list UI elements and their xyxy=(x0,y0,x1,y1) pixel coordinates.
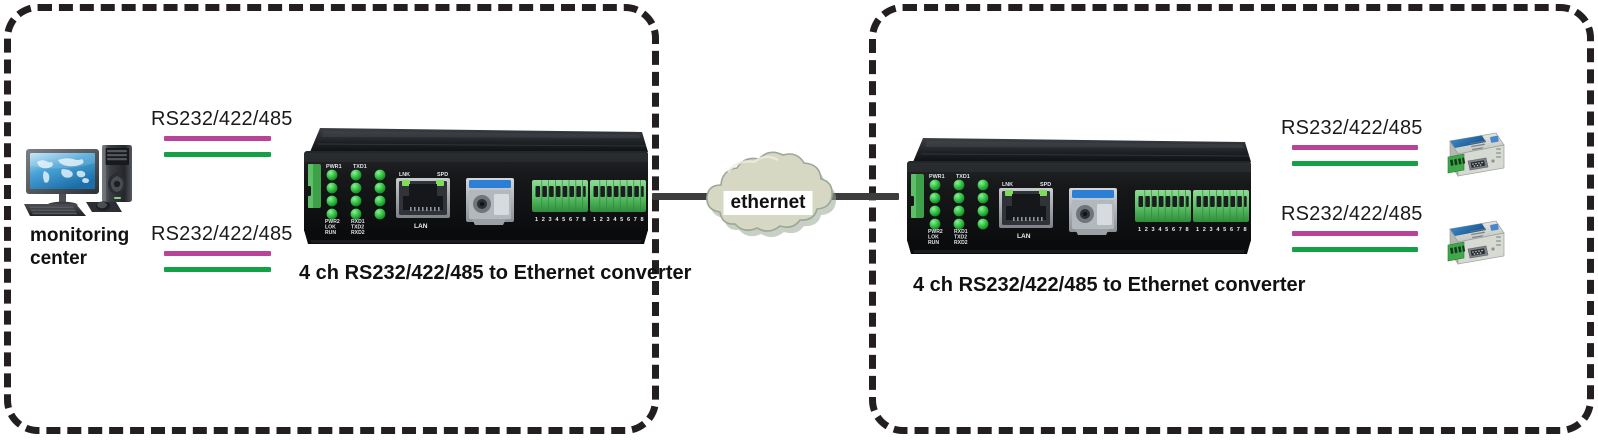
svg-text:LOK: LOK xyxy=(928,235,939,241)
svg-text:TXD2: TXD2 xyxy=(351,225,364,231)
terminal-block-1: 1 2 3 4 5 6 7 8 xyxy=(532,180,588,223)
svg-text:3: 3 xyxy=(1210,227,1213,233)
svg-text:5: 5 xyxy=(1165,227,1168,233)
svg-text:1: 1 xyxy=(1138,227,1141,233)
svg-text:PWR2: PWR2 xyxy=(325,219,340,225)
svg-text:LAN: LAN xyxy=(414,223,428,230)
terminal-block-2: 1 2 3 4 5 6 7 8 xyxy=(590,180,646,223)
serial-line-green xyxy=(164,152,271,157)
converter-caption-left: 4 ch RS232/422/485 to Ethernet converter xyxy=(299,262,692,284)
ethernet-cloud-icon: ethernet xyxy=(690,148,846,258)
svg-text:RXD1: RXD1 xyxy=(351,219,365,225)
svg-text:8: 8 xyxy=(641,217,644,223)
svg-text:LNK: LNK xyxy=(399,172,410,178)
monitoring-center-label: monitoring center xyxy=(30,224,129,270)
svg-text:5: 5 xyxy=(1223,227,1226,233)
svg-text:LOK: LOK xyxy=(325,225,336,231)
svg-text:8: 8 xyxy=(1244,227,1247,233)
serial-line-magenta xyxy=(1292,231,1418,236)
svg-text:7: 7 xyxy=(1237,227,1240,233)
svg-text:TXD1: TXD1 xyxy=(353,164,367,170)
serial-line-magenta xyxy=(164,136,271,141)
desktop-computer-icon xyxy=(18,140,140,220)
serial-line-green xyxy=(1292,247,1418,252)
svg-text:2: 2 xyxy=(542,217,545,223)
svg-text:8: 8 xyxy=(583,217,586,223)
svg-text:RXD2: RXD2 xyxy=(954,240,968,246)
serial-line-green xyxy=(164,267,271,272)
terminal-block-1: 1 2 3 4 5 6 7 8 xyxy=(1135,190,1191,233)
svg-text:7: 7 xyxy=(1179,227,1182,233)
svg-text:1: 1 xyxy=(1196,227,1199,233)
monitoring-center-label-line2: center xyxy=(30,248,88,270)
serial-device-server-icon-2 xyxy=(1424,217,1506,279)
terminal-block-2: 1 2 3 4 5 6 7 8 xyxy=(1193,190,1249,233)
svg-text:TXD2: TXD2 xyxy=(954,235,967,241)
right-serial-link-label-1: RS232/422/485 xyxy=(1281,117,1423,139)
svg-text:RUN: RUN xyxy=(928,240,939,246)
svg-text:2: 2 xyxy=(600,217,603,223)
svg-text:3: 3 xyxy=(1152,227,1155,233)
left-serial-link-label-1: RS232/422/485 xyxy=(151,108,293,130)
svg-text:3: 3 xyxy=(549,217,552,223)
svg-text:4: 4 xyxy=(613,217,617,223)
serial-line-green xyxy=(1292,161,1418,166)
svg-text:4: 4 xyxy=(555,217,559,223)
svg-text:6: 6 xyxy=(1172,227,1175,233)
svg-text:RXD2: RXD2 xyxy=(351,230,365,236)
right-site-panel xyxy=(869,4,1594,434)
svg-text:6: 6 xyxy=(627,217,630,223)
serial-line-magenta xyxy=(1292,145,1418,150)
svg-text:8: 8 xyxy=(1186,227,1189,233)
svg-text:RXD1: RXD1 xyxy=(954,229,968,235)
svg-text:2: 2 xyxy=(1145,227,1148,233)
svg-text:5: 5 xyxy=(620,217,623,223)
ethernet-cloud-label: ethernet xyxy=(723,191,813,215)
svg-text:6: 6 xyxy=(1230,227,1233,233)
svg-text:7: 7 xyxy=(634,217,637,223)
svg-text:PWR2: PWR2 xyxy=(928,229,943,235)
svg-text:PWR1: PWR1 xyxy=(326,164,342,170)
svg-text:6: 6 xyxy=(569,217,572,223)
svg-text:4: 4 xyxy=(1216,227,1220,233)
converter-caption-right: 4 ch RS232/422/485 to Ethernet converter xyxy=(913,274,1306,296)
svg-text:3: 3 xyxy=(607,217,610,223)
left-serial-link-label-2: RS232/422/485 xyxy=(151,223,293,245)
svg-text:SPD: SPD xyxy=(1040,182,1051,188)
svg-text:LNK: LNK xyxy=(1002,182,1013,188)
svg-text:4: 4 xyxy=(1158,227,1162,233)
serial-device-server-icon-1 xyxy=(1424,129,1506,191)
svg-text:TXD1: TXD1 xyxy=(956,174,970,180)
svg-text:5: 5 xyxy=(562,217,565,223)
right-serial-link-label-2: RS232/422/485 xyxy=(1281,203,1423,225)
converter-device-left: PWR1 TXD1 PWR2 LOK RUN xyxy=(296,122,652,262)
svg-text:PWR1: PWR1 xyxy=(929,174,945,180)
serial-line-magenta xyxy=(164,251,271,256)
svg-text:2: 2 xyxy=(1203,227,1206,233)
converter-device-right: PWR1 TXD1 PWR2 LOK RUN RXD1 xyxy=(899,132,1255,272)
svg-text:7: 7 xyxy=(576,217,579,223)
left-site-panel xyxy=(4,4,659,434)
monitoring-center-label-line1: monitoring xyxy=(30,225,130,246)
svg-text:RUN: RUN xyxy=(325,230,336,236)
svg-text:1: 1 xyxy=(593,217,596,223)
svg-text:1: 1 xyxy=(535,217,538,223)
svg-text:LAN: LAN xyxy=(1017,233,1031,240)
svg-text:SPD: SPD xyxy=(437,172,448,178)
